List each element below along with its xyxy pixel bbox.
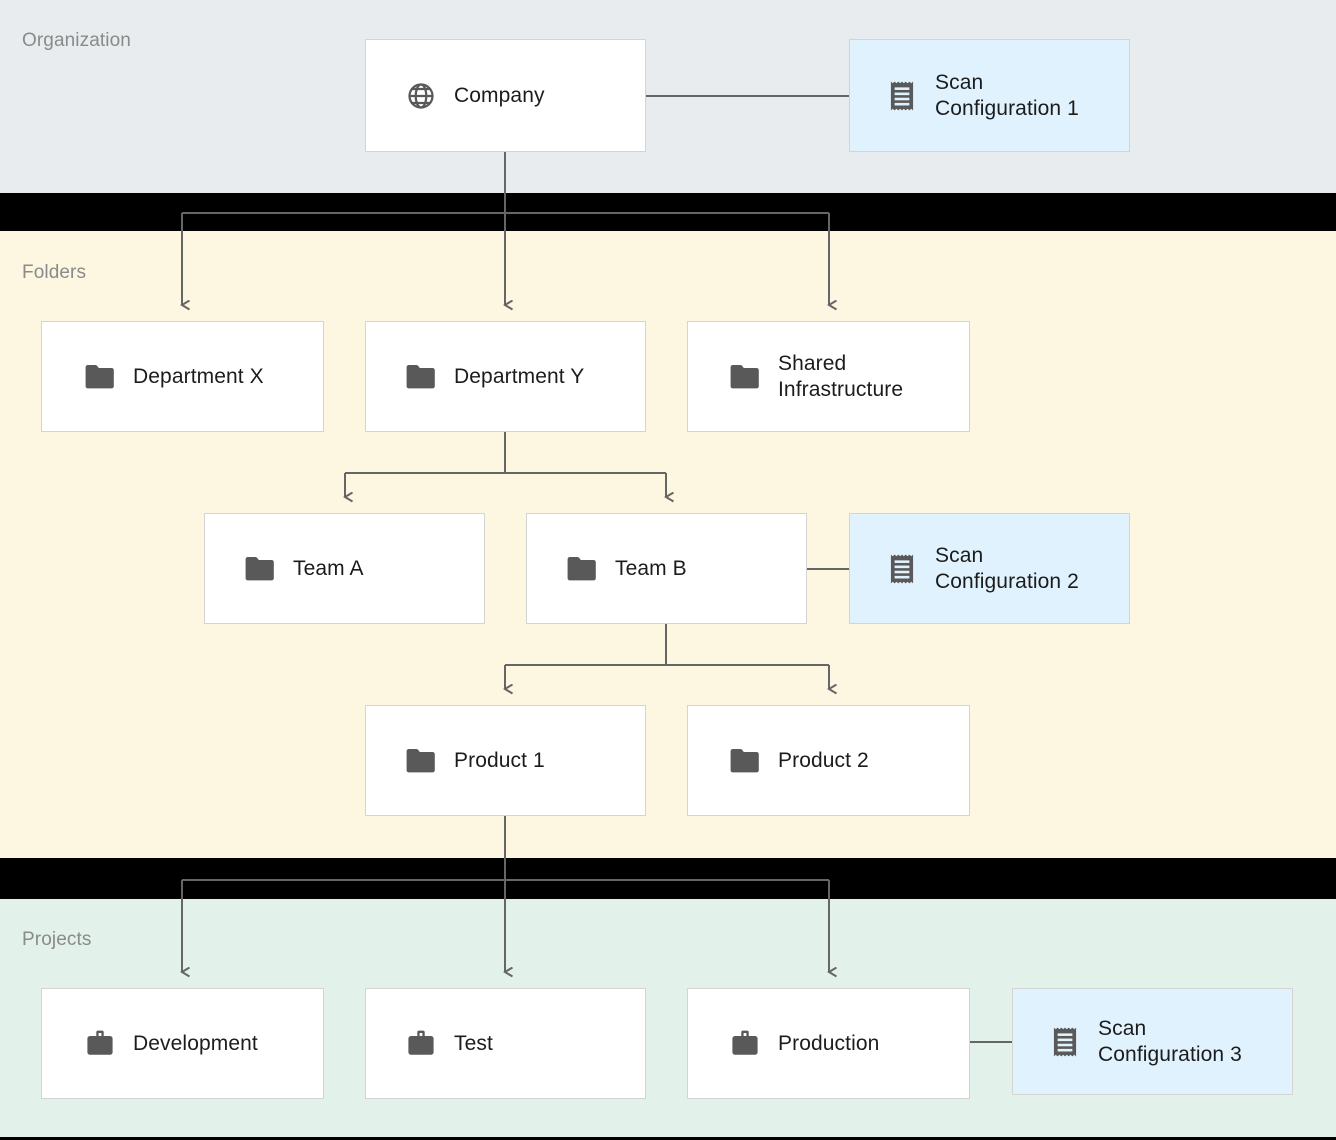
folder-icon xyxy=(83,360,117,394)
node-label: Production xyxy=(778,1031,880,1055)
node-label: Department Y xyxy=(454,364,585,388)
node-team-b[interactable]: Team B xyxy=(526,513,807,624)
folder-icon xyxy=(404,360,438,394)
node-production[interactable]: Production xyxy=(687,988,970,1099)
node-label: Test xyxy=(454,1031,493,1055)
node-shared-infrastructure[interactable]: Shared Infrastructure xyxy=(687,321,970,432)
briefcase-icon xyxy=(83,1027,117,1061)
node-label: Scan Configuration 2 xyxy=(935,543,1079,593)
node-scan-config-1[interactable]: Scan Configuration 1 xyxy=(849,39,1130,152)
node-label: Product 2 xyxy=(778,748,869,772)
scan-config-icon xyxy=(1048,1025,1082,1059)
node-label: Scan Configuration 1 xyxy=(935,70,1079,120)
node-label: Scan Configuration 3 xyxy=(1098,1016,1242,1066)
briefcase-icon xyxy=(728,1027,762,1061)
node-team-a[interactable]: Team A xyxy=(204,513,485,624)
node-development[interactable]: Development xyxy=(41,988,324,1099)
band-label-organization: Organization xyxy=(22,30,131,51)
node-company[interactable]: Company xyxy=(365,39,646,152)
node-product-2[interactable]: Product 2 xyxy=(687,705,970,816)
node-scan-config-2[interactable]: Scan Configuration 2 xyxy=(849,513,1130,624)
node-scan-config-3[interactable]: Scan Configuration 3 xyxy=(1012,988,1293,1095)
node-label: Team A xyxy=(293,556,364,580)
band-label-folders: Folders xyxy=(22,262,87,283)
node-label: Development xyxy=(133,1031,258,1055)
scan-config-icon xyxy=(885,79,919,113)
node-label: Shared Infrastructure xyxy=(778,351,904,401)
node-label: Company xyxy=(454,83,545,107)
band-organization xyxy=(0,0,1336,193)
node-label: Product 1 xyxy=(454,748,545,772)
node-label: Department X xyxy=(133,364,264,388)
briefcase-icon xyxy=(404,1027,438,1061)
node-test[interactable]: Test xyxy=(365,988,646,1099)
node-label: Team B xyxy=(615,556,687,580)
folder-icon xyxy=(728,360,762,394)
node-product-1[interactable]: Product 1 xyxy=(365,705,646,816)
globe-icon xyxy=(404,79,438,113)
folder-icon xyxy=(243,552,277,586)
node-department-y[interactable]: Department Y xyxy=(365,321,646,432)
band-label-projects: Projects xyxy=(22,929,92,950)
folder-icon xyxy=(404,744,438,778)
scan-config-icon xyxy=(885,552,919,586)
folder-icon xyxy=(565,552,599,586)
node-department-x[interactable]: Department X xyxy=(41,321,324,432)
folder-icon xyxy=(728,744,762,778)
